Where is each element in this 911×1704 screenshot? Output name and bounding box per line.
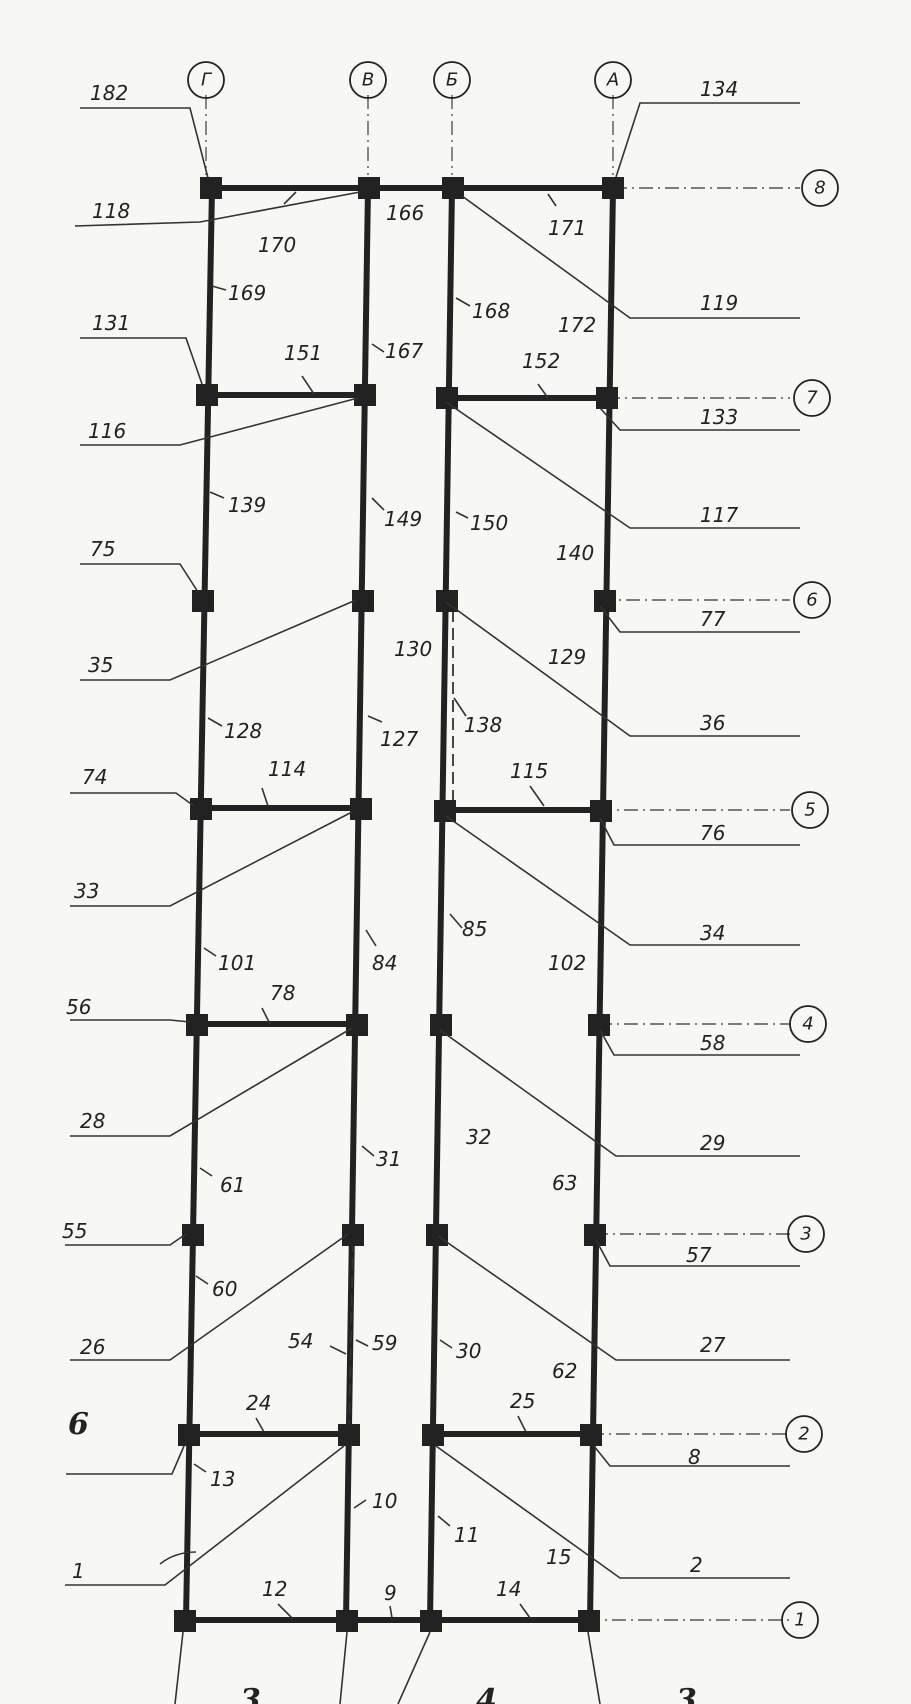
label-34: 34 <box>700 921 725 945</box>
label-8: 8 <box>688 1445 701 1469</box>
label-134: 134 <box>700 77 738 101</box>
label-36: 36 <box>700 711 725 735</box>
axis-bubble-1: 1 <box>794 1610 805 1631</box>
label-151: 151 <box>284 341 322 365</box>
side-mark-bottom-b: 4 <box>476 1683 497 1704</box>
label-138: 138 <box>464 713 502 737</box>
label-128: 128 <box>224 719 262 743</box>
label-63: 63 <box>552 1171 577 1195</box>
label-171: 171 <box>548 216 586 240</box>
label-166: 166 <box>386 201 424 225</box>
leader-lines <box>65 102 800 1704</box>
axis-lines <box>205 95 800 1621</box>
axis-bubble-4: 4 <box>802 1014 813 1035</box>
label-150: 150 <box>470 511 508 535</box>
label-1: 1 <box>72 1559 85 1583</box>
label-57: 57 <box>686 1243 712 1267</box>
label-55: 55 <box>62 1219 87 1243</box>
side-mark-left: 6 <box>68 1407 89 1442</box>
label-15: 15 <box>546 1545 571 1569</box>
label-61: 61 <box>220 1173 245 1197</box>
label-118: 118 <box>92 199 130 223</box>
axis-bubble-v: В <box>362 70 374 91</box>
label-27: 27 <box>700 1333 726 1357</box>
label-56: 56 <box>66 995 91 1019</box>
side-mark-bottom-a: 3 <box>240 1683 261 1704</box>
label-170: 170 <box>258 233 296 257</box>
label-152: 152 <box>522 349 560 373</box>
label-9: 9 <box>384 1581 397 1605</box>
label-77: 77 <box>700 607 726 631</box>
side-mark-bottom-c: 3 <box>676 1683 697 1704</box>
label-24: 24 <box>246 1391 271 1415</box>
axis-bubble-8: 8 <box>814 178 825 199</box>
label-75: 75 <box>90 537 115 561</box>
label-59: 59 <box>372 1331 397 1355</box>
label-101: 101 <box>218 951 256 975</box>
label-131: 131 <box>92 311 130 335</box>
label-168: 168 <box>472 299 510 323</box>
label-78: 78 <box>270 981 295 1005</box>
label-139: 139 <box>228 493 266 517</box>
label-115: 115 <box>510 759 548 783</box>
label-116: 116 <box>88 419 126 443</box>
label-84: 84 <box>372 951 397 975</box>
label-58: 58 <box>700 1031 725 1055</box>
label-119: 119 <box>700 291 738 315</box>
label-26: 26 <box>80 1335 105 1359</box>
label-12: 12 <box>262 1577 287 1601</box>
label-140: 140 <box>556 541 594 565</box>
label-169: 169 <box>228 281 266 305</box>
label-102: 102 <box>548 951 586 975</box>
label-76: 76 <box>700 821 725 845</box>
axis-bubbles-letters: Г В Б А <box>187 61 632 99</box>
label-129: 129 <box>548 645 586 669</box>
axis-bubble-2: 2 <box>798 1424 809 1445</box>
axis-bubble-b: Б <box>446 70 458 91</box>
axis-bubble-3: 3 <box>800 1224 811 1245</box>
label-28: 28 <box>80 1109 105 1133</box>
label-62: 62 <box>552 1359 577 1383</box>
label-14: 14 <box>496 1577 521 1601</box>
label-13: 13 <box>210 1467 235 1491</box>
label-11: 11 <box>454 1523 479 1547</box>
beams <box>182 184 617 1624</box>
label-130: 130 <box>394 637 432 661</box>
label-32: 32 <box>466 1125 491 1149</box>
label-30: 30 <box>456 1339 481 1363</box>
label-35: 35 <box>88 653 113 677</box>
label-25: 25 <box>510 1389 535 1413</box>
label-117: 117 <box>700 503 738 527</box>
label-33: 33 <box>74 879 99 903</box>
axis-bubble-6: 6 <box>806 590 817 611</box>
axis-bubble-5: 5 <box>804 800 815 821</box>
label-114: 114 <box>268 757 306 781</box>
label-149: 149 <box>384 507 422 531</box>
label-172: 172 <box>558 313 596 337</box>
columns <box>174 177 624 1632</box>
axis-bubble-a: А <box>606 70 619 91</box>
label-182: 182 <box>90 81 128 105</box>
axis-bubble-7: 7 <box>806 388 818 409</box>
label-54: 54 <box>288 1329 313 1353</box>
label-29: 29 <box>700 1131 725 1155</box>
member-labels: 182 134 118 170 166 171 119 169 168 172 … <box>62 77 738 1619</box>
label-31: 31 <box>376 1147 401 1171</box>
label-60: 60 <box>212 1277 237 1301</box>
label-133: 133 <box>700 405 738 429</box>
label-85: 85 <box>462 917 487 941</box>
label-74: 74 <box>82 765 107 789</box>
label-127: 127 <box>380 727 418 751</box>
axis-bubbles-numbers: 8 7 6 5 4 3 2 1 <box>781 169 839 1639</box>
label-10: 10 <box>372 1489 397 1513</box>
axis-bubble-g: Г <box>201 70 213 91</box>
label-2: 2 <box>690 1553 703 1577</box>
label-167: 167 <box>385 339 423 363</box>
